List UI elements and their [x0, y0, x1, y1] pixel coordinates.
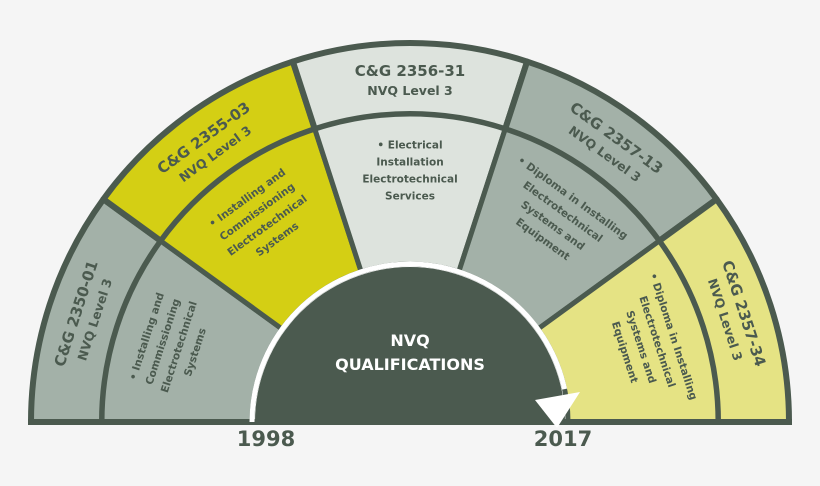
center-label-line-2: QUALIFICATIONS: [335, 355, 485, 374]
description-line: Installation: [376, 157, 443, 169]
end-year-label: 2017: [534, 427, 592, 451]
timeline-arrow-arc: [249, 261, 567, 423]
description-line: Electrotechnical: [362, 174, 457, 186]
center-label-line-1: NVQ: [390, 331, 429, 350]
qualification-code: C&G 2356-31: [355, 62, 465, 80]
sector-inner-band: [535, 238, 721, 425]
arrow-head-icon: [535, 392, 580, 428]
description-line: • Electrical: [377, 140, 442, 152]
start-year-label: 1998: [237, 427, 295, 451]
sector-description: • ElectricalInstallationElectrotechnical…: [362, 140, 457, 203]
qualification-level: NVQ Level 3: [367, 83, 453, 98]
center-hub: NVQ QUALIFICATIONS: [249, 261, 580, 428]
description-line: Services: [385, 191, 435, 203]
center-semicircle: [255, 267, 565, 422]
